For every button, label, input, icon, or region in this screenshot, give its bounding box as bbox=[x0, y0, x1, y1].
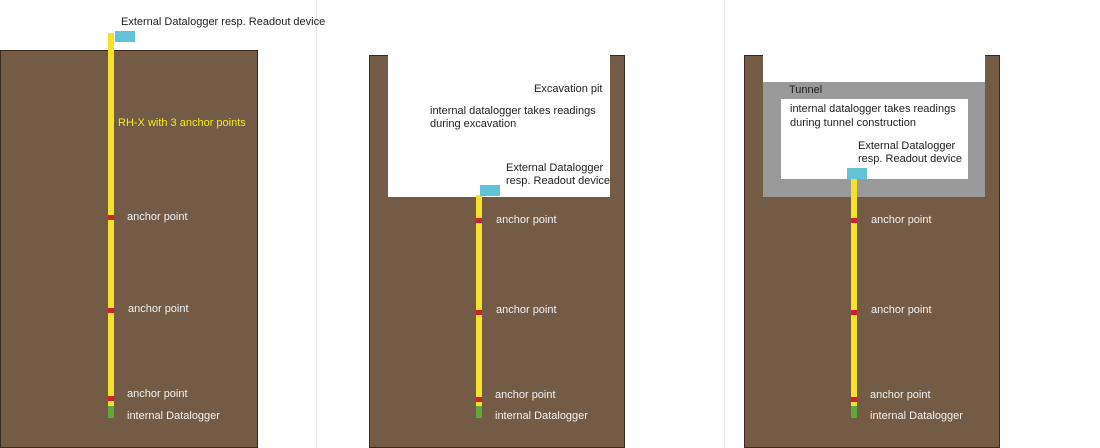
external-datalogger-label: resp. Readout device bbox=[858, 153, 962, 165]
internal-datalogger-label: internal Datalogger bbox=[870, 410, 963, 422]
anchor-point-label: anchor point bbox=[496, 304, 557, 316]
anchor-point-label: anchor point bbox=[495, 389, 556, 401]
anchor-point-label: anchor point bbox=[496, 214, 557, 226]
measuring-rod bbox=[108, 33, 114, 415]
external-datalogger-label: External Datalogger bbox=[506, 162, 604, 174]
external-datalogger-device bbox=[480, 185, 500, 196]
measuring-rod bbox=[851, 178, 857, 417]
anchor-marker bbox=[108, 215, 114, 220]
panel-separator bbox=[724, 0, 725, 448]
external-datalogger-label: resp. Readout device bbox=[506, 175, 610, 187]
internal-reading-text: during excavation bbox=[430, 118, 517, 130]
external-datalogger-device bbox=[847, 168, 867, 179]
internal-datalogger-marker bbox=[851, 406, 857, 418]
external-datalogger-device bbox=[115, 31, 135, 42]
internal-datalogger-label: internal Datalogger bbox=[495, 410, 588, 422]
anchor-marker bbox=[851, 397, 857, 402]
internal-datalogger-marker bbox=[476, 406, 482, 418]
excavation-pit bbox=[388, 49, 610, 197]
anchor-marker bbox=[851, 218, 857, 223]
panel-separator bbox=[316, 0, 317, 448]
rod-label: RH-X with 3 anchor points bbox=[118, 117, 246, 129]
anchor-point-label: anchor point bbox=[870, 389, 931, 401]
measuring-rod bbox=[476, 195, 482, 417]
anchor-point-label: anchor point bbox=[128, 303, 189, 315]
anchor-marker bbox=[476, 397, 482, 402]
anchor-marker bbox=[108, 308, 114, 313]
anchor-marker bbox=[108, 396, 114, 401]
anchor-marker bbox=[851, 310, 857, 315]
anchor-point-label: anchor point bbox=[127, 388, 188, 400]
tunnel-interior bbox=[781, 99, 968, 179]
internal-datalogger-marker bbox=[108, 406, 114, 418]
external-datalogger-label: External Datalogger resp. Readout device bbox=[121, 16, 326, 28]
anchor-point-label: anchor point bbox=[871, 214, 932, 226]
tunnel-label: Tunnel bbox=[789, 84, 823, 96]
tunnel-opening-top bbox=[763, 49, 985, 82]
anchor-point-label: anchor point bbox=[127, 211, 188, 223]
anchor-point-label: anchor point bbox=[871, 304, 932, 316]
anchor-marker bbox=[476, 310, 482, 315]
internal-reading-text: during tunnel construction bbox=[790, 117, 916, 129]
internal-reading-text: internal datalogger takes readings bbox=[430, 105, 596, 117]
anchor-marker bbox=[476, 218, 482, 223]
soil-block bbox=[0, 50, 258, 448]
internal-datalogger-label: internal Datalogger bbox=[127, 410, 220, 422]
internal-reading-text: internal datalogger takes readings bbox=[790, 103, 956, 115]
external-datalogger-label: External Datalogger bbox=[858, 140, 956, 152]
excavation-pit-label: Excavation pit bbox=[534, 83, 603, 95]
